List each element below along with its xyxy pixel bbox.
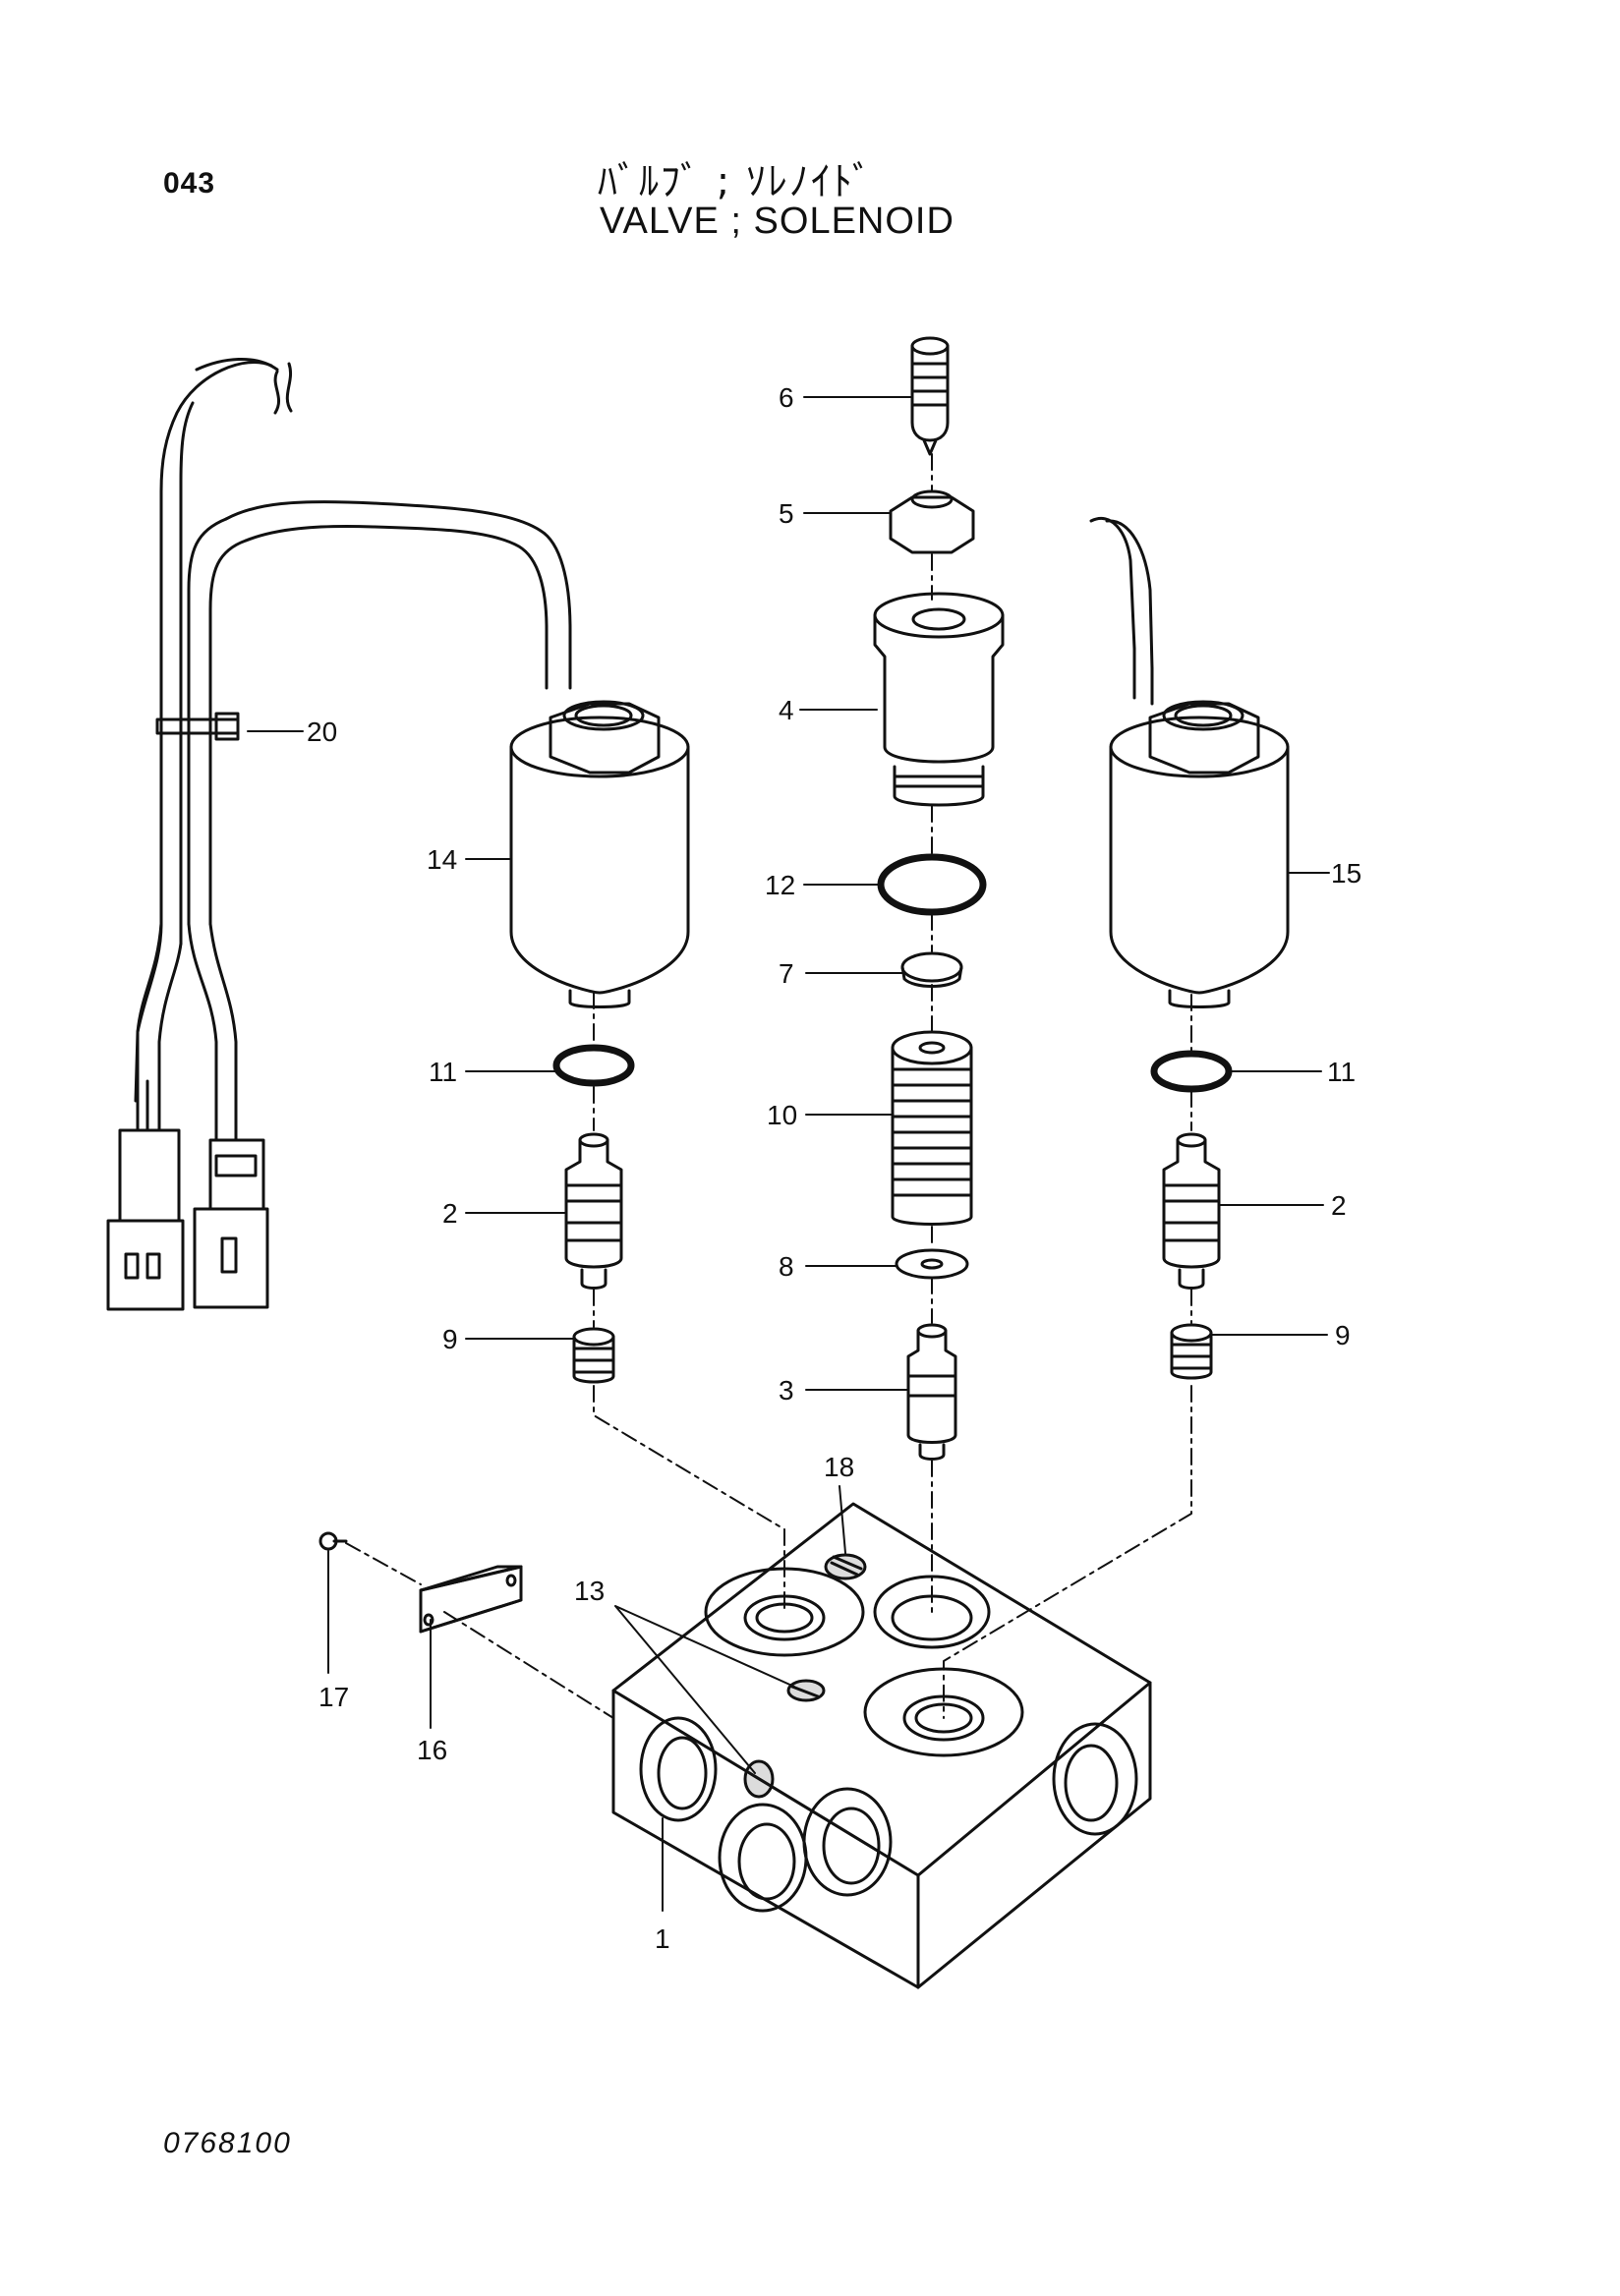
callout-11-left: 11 [429,1057,457,1087]
callout-18: 18 [824,1452,854,1482]
wire-harness [106,358,572,1311]
callout-17: 17 [318,1682,349,1712]
callout-16: 16 [417,1735,447,1765]
callout-9-right: 9 [1335,1320,1351,1350]
callout-2-left: 2 [442,1198,458,1229]
left-spool-stack [552,1044,635,1384]
callout-3: 3 [779,1375,794,1406]
callout-12: 12 [765,870,795,900]
callout-20: 20 [307,717,337,747]
name-plate-and-screw [318,1531,523,1634]
callout-1: 1 [655,1923,670,1954]
assembly-centerlines [345,453,1192,1719]
solenoid-coil-left [509,700,690,1008]
callout-4: 4 [779,695,794,725]
callout-8: 8 [779,1251,794,1282]
callout-2-right: 2 [1331,1190,1347,1221]
leader-lines [247,396,1330,1912]
callout-9-left: 9 [442,1324,458,1354]
title-japanese: ﾊﾞﾙﾌﾞ ; ｿﾚﾉｲﾄﾞ [598,159,874,204]
callout-5: 5 [779,498,794,529]
callout-labels: 6 5 4 20 14 15 12 7 11 11 10 2 2 8 9 9 3… [307,382,1361,1954]
callout-6: 6 [779,382,794,413]
callout-10: 10 [767,1100,797,1130]
drawing-number: 0768100 [163,2127,292,2159]
right-spool-stack [1150,1050,1233,1380]
title-english: VALVE ; SOLENOID [600,201,955,242]
callout-11-right: 11 [1327,1057,1356,1087]
page-number: 043 [163,167,216,200]
valve-body-block [611,1502,1152,1989]
center-parts-stack [873,336,1005,1461]
callout-14: 14 [427,844,457,875]
solenoid-coil-right [1089,517,1290,1008]
callout-15: 15 [1331,858,1361,889]
callout-7: 7 [779,958,794,989]
callout-13: 13 [574,1576,605,1606]
